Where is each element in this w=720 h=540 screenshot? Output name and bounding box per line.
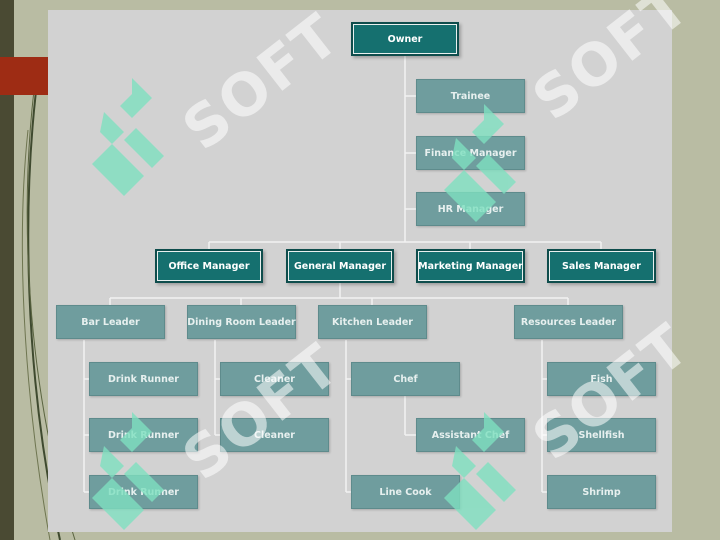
- node-label: Resources Leader: [520, 316, 617, 328]
- node-label: Line Cook: [379, 486, 432, 498]
- accent-bar: [0, 57, 48, 95]
- node-shrimp: Shrimp: [547, 475, 656, 509]
- node-general-manager: General Manager: [286, 249, 394, 283]
- node-label: Cleaner: [254, 429, 295, 441]
- node-label: Shrimp: [582, 486, 621, 498]
- node-label: Chef: [393, 373, 418, 385]
- node-office-manager: Office Manager: [155, 249, 263, 283]
- node-label: Drink Runner: [108, 486, 179, 498]
- node-assistant-chef: Assistant Chef: [416, 418, 525, 452]
- node-bar-leader: Bar Leader: [56, 305, 165, 339]
- node-label: HR Manager: [437, 203, 504, 215]
- node-label: Marketing Manager: [418, 260, 523, 272]
- node-label: Office Manager: [168, 260, 250, 272]
- node-label: Cleaner: [254, 373, 295, 385]
- node-trainee: Trainee: [416, 79, 525, 113]
- node-drink-runner: Drink Runner: [89, 418, 198, 452]
- node-label: Bar Leader: [81, 316, 140, 328]
- node-label: Trainee: [450, 90, 491, 102]
- node-shellfish: Shellfish: [547, 418, 656, 452]
- node-label: Drink Runner: [108, 373, 179, 385]
- node-label: General Manager: [293, 260, 387, 272]
- node-label: Assistant Chef: [431, 429, 510, 441]
- node-label: Finance Manager: [424, 147, 517, 159]
- node-cleaner: Cleaner: [220, 418, 329, 452]
- node-label: Owner: [387, 33, 423, 45]
- node-sales-manager: Sales Manager: [547, 249, 656, 283]
- node-dining-room-leader: Dining Room Leader: [187, 305, 296, 339]
- node-label: Drink Runner: [108, 429, 179, 441]
- node-label: Dining Room Leader: [187, 316, 296, 328]
- node-fish: Fish: [547, 362, 656, 396]
- node-chef: Chef: [351, 362, 460, 396]
- node-label: Shellfish: [578, 429, 625, 441]
- node-owner: Owner: [351, 22, 459, 56]
- node-label: Sales Manager: [562, 260, 641, 272]
- node-label: Fish: [590, 373, 613, 385]
- node-marketing-manager: Marketing Manager: [416, 249, 525, 283]
- node-kitchen-leader: Kitchen Leader: [318, 305, 427, 339]
- node-line-cook: Line Cook: [351, 475, 460, 509]
- node-hr-manager: HR Manager: [416, 192, 525, 226]
- node-drink-runner: Drink Runner: [89, 362, 198, 396]
- node-resources-leader: Resources Leader: [514, 305, 623, 339]
- node-drink-runner: Drink Runner: [89, 475, 198, 509]
- node-cleaner: Cleaner: [220, 362, 329, 396]
- node-label: Kitchen Leader: [332, 316, 413, 328]
- node-finance-manager: Finance Manager: [416, 136, 525, 170]
